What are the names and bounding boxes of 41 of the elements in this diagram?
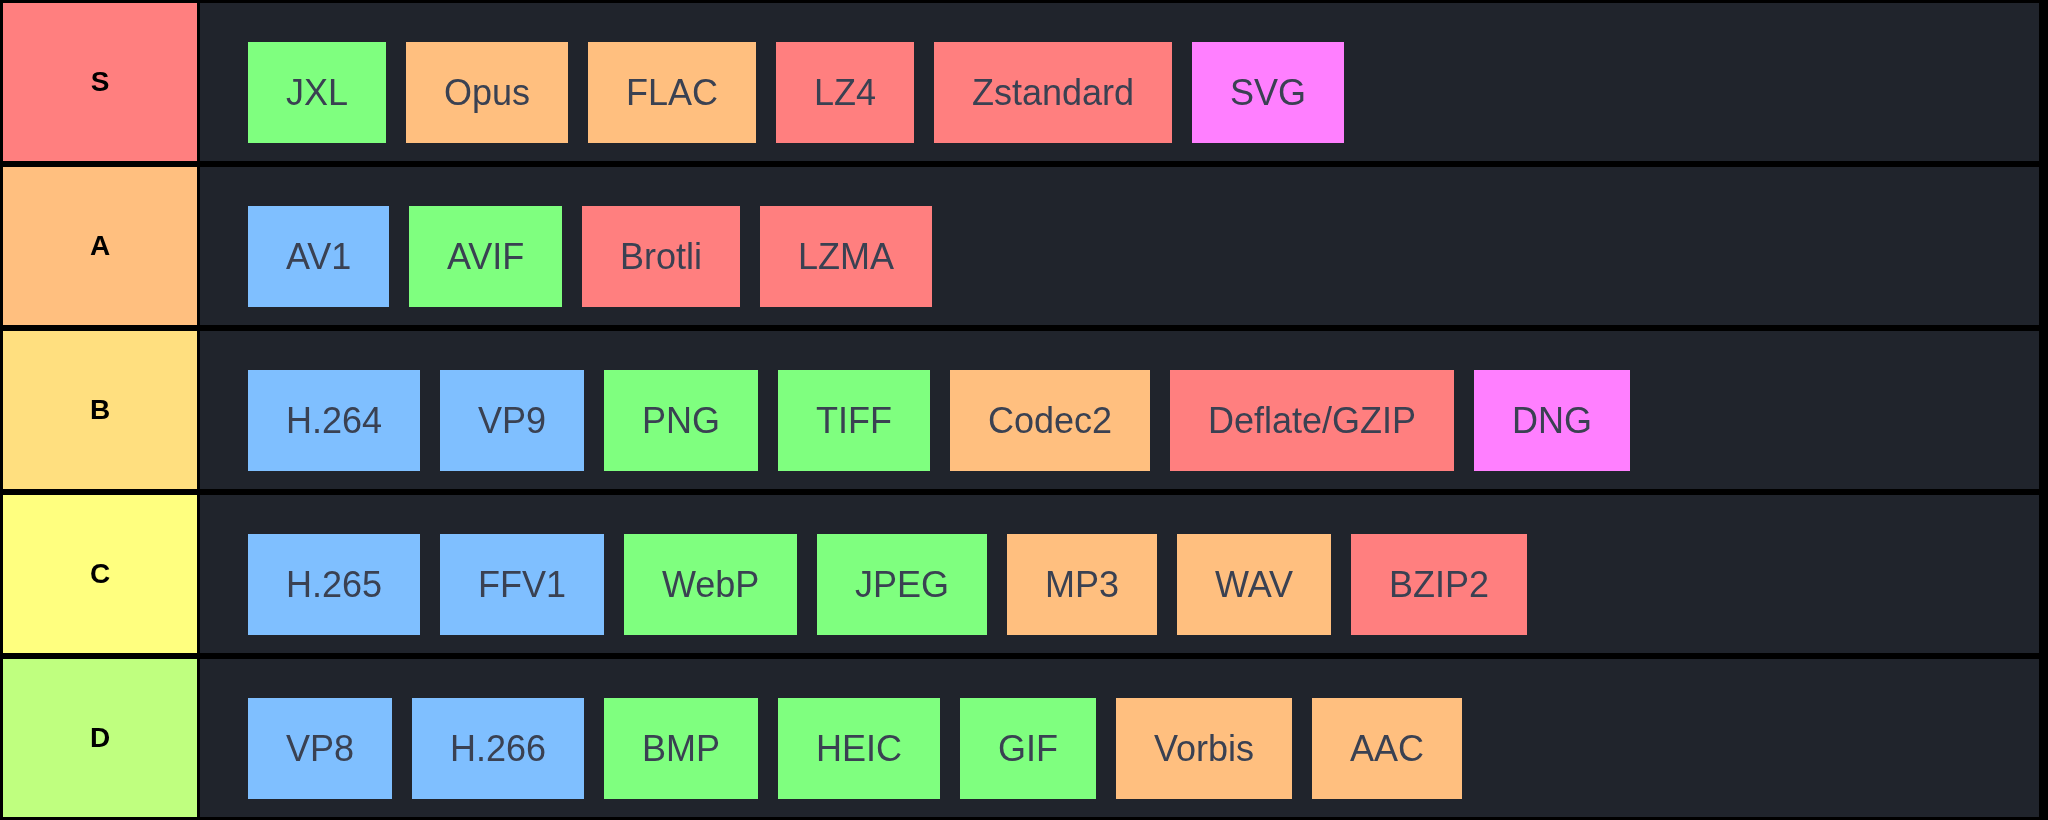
format-tile: AAC <box>1312 698 1463 799</box>
tier-row <box>0 328 2042 492</box>
format-tile: HEIC <box>778 698 940 799</box>
format-tile: Vorbis <box>1116 698 1293 799</box>
format-tile: H.265 <box>248 534 421 635</box>
format-tile: LZMA <box>760 206 932 307</box>
tier-label: S <box>3 3 200 161</box>
format-tile: FLAC <box>588 42 757 143</box>
tier-label: B <box>3 331 200 489</box>
tier-label: A <box>3 167 200 325</box>
format-tile: GIF <box>960 698 1096 799</box>
tier-row <box>0 0 2042 164</box>
format-tile: JPEG <box>817 534 988 635</box>
format-tile: SVG <box>1192 42 1345 143</box>
format-tile: Deflate/GZIP <box>1170 370 1455 471</box>
format-tile: AVIF <box>409 206 563 307</box>
format-tile: DNG <box>1474 370 1630 471</box>
format-tile: WebP <box>624 534 798 635</box>
tier-label: D <box>3 659 200 817</box>
format-tile: BZIP2 <box>1351 534 1528 635</box>
tier-row <box>0 656 2042 820</box>
format-tile: PNG <box>604 370 758 471</box>
format-tile: Codec2 <box>950 370 1151 471</box>
format-tile: Brotli <box>582 206 741 307</box>
format-tile: MP3 <box>1007 534 1158 635</box>
format-tile: H.264 <box>248 370 421 471</box>
format-tile: Zstandard <box>934 42 1173 143</box>
tier-row <box>0 164 2042 328</box>
format-tile: WAV <box>1177 534 1331 635</box>
format-tile: TIFF <box>778 370 930 471</box>
format-tile: H.266 <box>412 698 585 799</box>
format-tile: VP9 <box>440 370 585 471</box>
format-tile: VP8 <box>248 698 393 799</box>
tier-label: C <box>3 495 200 653</box>
format-tile: LZ4 <box>776 42 915 143</box>
format-tile: FFV1 <box>440 534 604 635</box>
format-tile: Opus <box>406 42 569 143</box>
tier-row <box>0 492 2042 656</box>
format-tile: BMP <box>604 698 758 799</box>
format-tile: AV1 <box>248 206 390 307</box>
format-tile: JXL <box>248 42 387 143</box>
